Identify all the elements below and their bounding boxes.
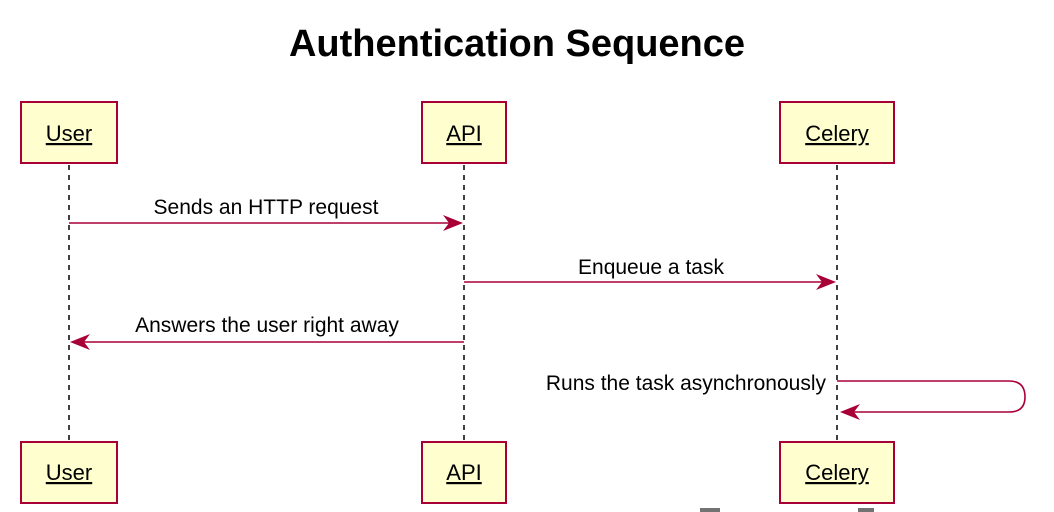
message-2-label: Enqueue a task: [578, 256, 724, 279]
arrowhead-icon: [443, 215, 463, 231]
message-1: Sends an HTTP request: [69, 196, 463, 231]
message-4: Runs the task asynchronously: [546, 372, 1026, 420]
participant-api-label: API: [446, 121, 481, 146]
message-4-label: Runs the task asynchronously: [546, 372, 827, 395]
arrowhead-icon: [70, 334, 90, 350]
participant-api-label: API: [446, 460, 481, 485]
participant-celery-top: Celery: [779, 101, 895, 164]
participant-celery-label: Celery: [805, 460, 869, 485]
participant-user-top: User: [20, 101, 118, 164]
arrowhead-icon: [840, 404, 860, 420]
arrowhead-icon: [816, 274, 836, 290]
participant-celery-bottom: Celery: [779, 441, 895, 504]
message-3-label: Answers the user right away: [135, 314, 399, 337]
participant-celery-label: Celery: [805, 121, 869, 146]
participant-api-bottom: API: [421, 441, 507, 504]
message-3: Answers the user right away: [70, 314, 464, 350]
participant-user-bottom: User: [20, 441, 118, 504]
message-1-label: Sends an HTTP request: [154, 196, 379, 219]
message-2: Enqueue a task: [464, 256, 836, 290]
participant-user-label: User: [46, 121, 92, 146]
cropped-footer-text: [700, 508, 874, 512]
participant-user-label: User: [46, 460, 92, 485]
diagram-title: Authentication Sequence: [289, 23, 745, 65]
participant-api-top: API: [421, 101, 507, 164]
